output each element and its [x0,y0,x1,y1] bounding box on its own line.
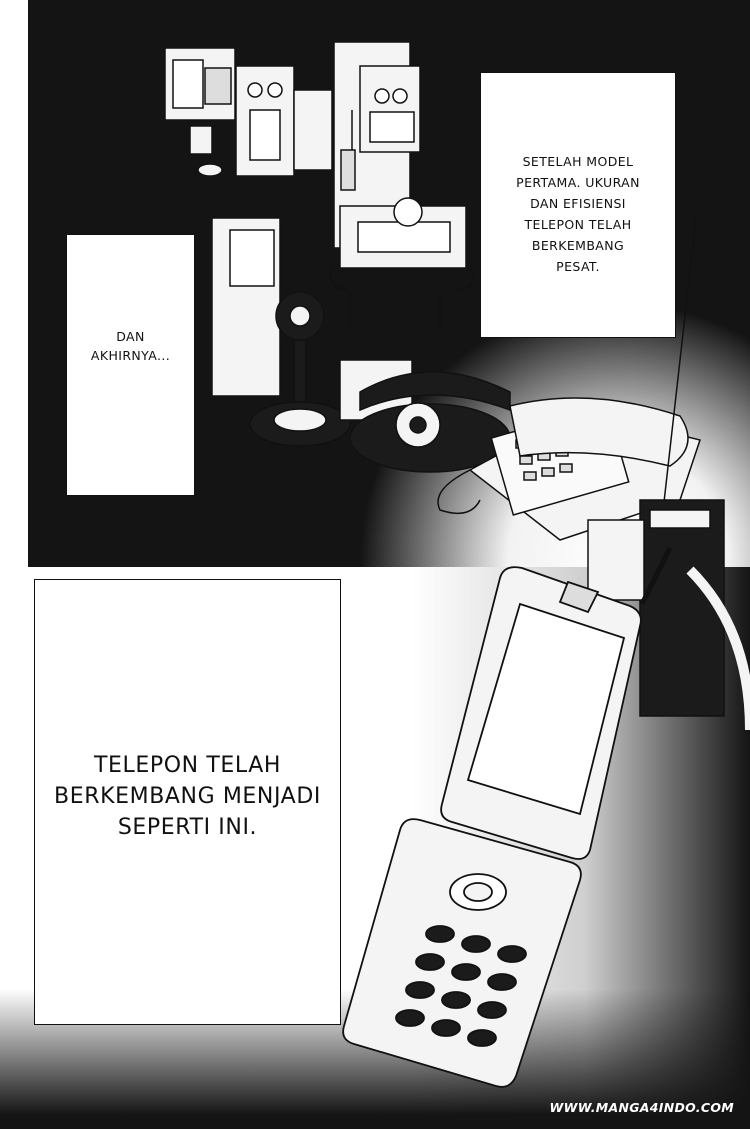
wall-telephone-1 [164,47,236,177]
caption-finally: DAN AKHIRNYA... [66,234,195,496]
caption-like-this: TELEPON TELAH BERKEMBANG MENJADI SEPERTI… [34,579,341,1025]
caption-evolution: SETELAH MODEL PERTAMA. UKURAN DAN EFISIE… [480,72,676,338]
caption-line: PERTAMA. UKURAN [516,175,640,190]
caption-line: PESAT. [556,259,600,274]
caption-line: DAN EFISIENSI [530,196,626,211]
caption-line: DAN [116,329,145,344]
site-watermark: WWW.MANGA4INDO.COM [549,1100,734,1115]
caption-line: BERKEMBANG MENJADI [54,784,321,809]
caption-line: BERKEMBANG [531,238,625,253]
candlestick-telephone [211,217,351,447]
caption-line: SEPERTI INI. [117,815,258,840]
flip-mobile-telephone [342,546,673,1088]
shoulder-telephone [587,217,750,731]
wall-telephone-2 [235,65,333,177]
desk-telephone-box [330,197,474,330]
caption-line: TELEPON TELAH [93,753,282,778]
rotary-telephone [339,359,511,473]
caption-line: TELEPON TELAH [524,217,632,232]
caption-line: AKHIRNYA... [90,348,171,363]
caption-line: SETELAH MODEL [522,154,634,169]
